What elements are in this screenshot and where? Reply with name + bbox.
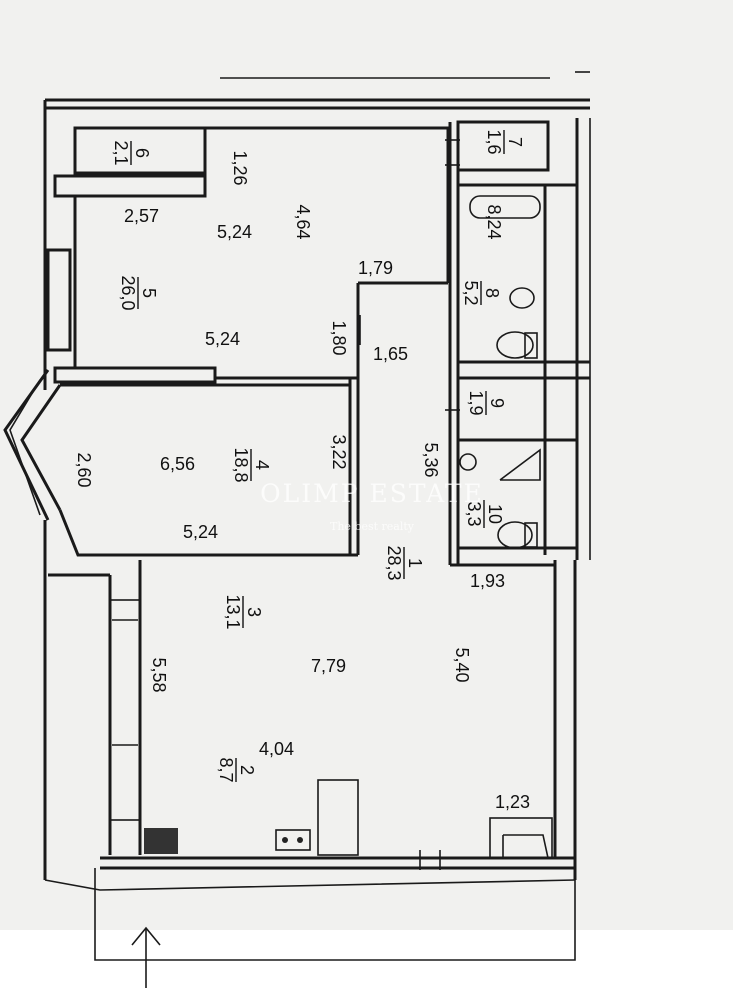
room-8-label: 8 5,2: [461, 280, 502, 305]
dim-4-64: 4,64: [293, 204, 313, 239]
radiator-icon: [144, 828, 178, 854]
dim-1-93: 1,93: [470, 571, 505, 591]
svg-text:28,3: 28,3: [384, 545, 404, 580]
svg-text:7: 7: [505, 137, 525, 147]
room-7-label: 7 1,6: [484, 129, 525, 154]
svg-text:8,7: 8,7: [216, 757, 236, 782]
dim-5-36: 5,36: [421, 442, 441, 477]
dim-1-79: 1,79: [358, 258, 393, 278]
room-9-label: 9 1,9: [466, 390, 507, 415]
svg-text:9: 9: [487, 398, 507, 408]
dim-1-26: 1,26: [230, 150, 250, 185]
svg-text:3: 3: [244, 607, 264, 617]
fixtures: [144, 195, 553, 859]
room-3-label: 3 13,1: [223, 594, 264, 629]
boiler-icon: [489, 817, 553, 859]
dim-6-56: 6,56: [160, 454, 195, 474]
entrance-arrow: [94, 868, 576, 988]
svg-text:3,3: 3,3: [464, 501, 484, 526]
svg-text:6: 6: [132, 148, 152, 158]
dim-7-79: 7,79: [311, 656, 346, 676]
dim-2-57: 2,57: [124, 206, 159, 226]
bathtub-icon: [469, 195, 541, 219]
watermark-logo: OLIMP ESTATE The best realty: [260, 479, 484, 533]
room-2-label: 2 8,7: [216, 757, 257, 782]
svg-text:10: 10: [485, 504, 505, 524]
room-10-label: 10 3,3: [464, 500, 505, 528]
dim-1-80: 1,80: [329, 320, 349, 355]
toilet-icon-2: [497, 521, 533, 549]
dim-5-24-top: 5,24: [217, 222, 252, 242]
svg-text:26,0: 26,0: [118, 275, 138, 310]
watermark-brand: OLIMP ESTATE: [260, 479, 484, 508]
svg-text:18,8: 18,8: [231, 447, 251, 482]
dimension-labels: 1,26 2,57 5,24 4,64 1,79 5,24 1,80 1,65 …: [74, 150, 530, 812]
dim-8-24: 8,24: [484, 204, 504, 239]
sink-icon: [509, 287, 535, 309]
svg-text:1,9: 1,9: [466, 390, 486, 415]
svg-text:5,2: 5,2: [461, 280, 481, 305]
watermark-tagline: The best realty: [330, 520, 415, 533]
room-4-label: 4 18,8: [231, 447, 272, 482]
toilet-tank-icon: [524, 332, 538, 359]
svg-text:13,1: 13,1: [223, 594, 243, 629]
sink-small-icon: [459, 453, 477, 471]
dim-1-23: 1,23: [495, 792, 530, 812]
svg-text:1,6: 1,6: [484, 129, 504, 154]
svg-text:4: 4: [252, 460, 272, 470]
shower-icon: [499, 448, 541, 481]
room-labels: 6 2,1 7 1,6 5 26,0 8 5,2 9 1,9 4 18,8: [111, 129, 525, 782]
dim-5-40: 5,40: [452, 647, 472, 682]
scan-margin: [0, 930, 733, 999]
dim-5-58: 5,58: [149, 657, 169, 692]
dim-5-24-mid: 5,24: [205, 329, 240, 349]
svg-text:2,1: 2,1: [111, 140, 131, 165]
room-5-label: 5 26,0: [118, 275, 159, 310]
dim-3-22: 3,22: [329, 434, 349, 469]
svg-text:2: 2: [237, 765, 257, 775]
toilet-icon: [496, 331, 534, 359]
dim-2-60: 2,60: [74, 452, 94, 487]
dim-4-04: 4,04: [259, 739, 294, 759]
dim-5-24-bottom: 5,24: [183, 522, 218, 542]
room-6-label: 6 2,1: [111, 140, 152, 165]
stove-icon: [275, 829, 311, 851]
room-1-label: 1 28,3: [384, 545, 425, 580]
svg-text:1: 1: [405, 558, 425, 568]
fridge-icon: [317, 779, 359, 856]
svg-text:8: 8: [482, 288, 502, 298]
dim-1-65: 1,65: [373, 344, 408, 364]
svg-text:5: 5: [139, 288, 159, 298]
partitions: [53, 120, 590, 870]
toilet-tank-icon-2: [524, 522, 538, 548]
